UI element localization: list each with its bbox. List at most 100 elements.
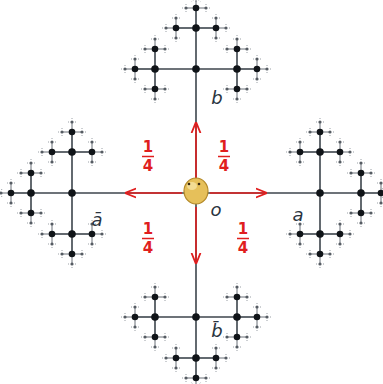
tree-vertex — [8, 190, 15, 197]
tree-stub — [191, 382, 196, 384]
tree-vertex — [316, 189, 324, 197]
fraction-bar — [237, 238, 249, 240]
tree-vertex — [214, 346, 217, 349]
tree-vertex — [308, 252, 311, 255]
tree-vertex — [133, 325, 136, 328]
tree-vertex — [338, 222, 341, 225]
tree-stub — [196, 382, 201, 384]
tree-vertex — [225, 47, 228, 50]
tree-vertex — [255, 77, 258, 80]
tree-vertex — [265, 67, 268, 70]
tree-vertex — [123, 67, 126, 70]
tree-edge — [319, 193, 321, 234]
tree-vertex — [100, 150, 103, 153]
probability-numerator: 1 — [219, 140, 229, 155]
tree-vertex — [50, 242, 53, 245]
generator-label: ā — [91, 211, 102, 229]
step-arrow — [126, 192, 182, 194]
tree-vertex — [89, 231, 96, 238]
probability-denominator: 4 — [238, 241, 248, 256]
tree-vertex — [132, 66, 139, 73]
tree-vertex — [50, 222, 53, 225]
tree-vertex — [265, 315, 268, 318]
tree-vertex — [9, 181, 12, 184]
tree-vertex — [349, 211, 352, 214]
tree-vertex — [213, 355, 220, 362]
probability-denominator: 4 — [219, 159, 229, 174]
tree-vertex — [184, 6, 187, 9]
tree-vertex — [151, 313, 159, 321]
tree-vertex — [143, 87, 146, 90]
tree-vertex — [193, 5, 200, 12]
tree-edge — [319, 152, 321, 193]
tree-vertex — [192, 313, 200, 321]
tree-vertex — [328, 130, 331, 133]
tree-stub — [191, 0, 196, 2]
walker-eye — [198, 183, 201, 186]
tree-vertex — [151, 65, 159, 73]
tree-vertex — [153, 37, 156, 40]
step-arrow — [210, 192, 266, 194]
fraction-bar — [218, 156, 230, 158]
tree-vertex — [163, 295, 166, 298]
tree-vertex — [298, 140, 301, 143]
tree-vertex — [316, 230, 324, 238]
tree-vertex — [173, 355, 180, 362]
tree-vertex — [9, 201, 12, 204]
tree-vertex — [19, 211, 22, 214]
tree-vertex — [132, 314, 139, 321]
tree-vertex — [369, 211, 372, 214]
generator-label: b̄ — [211, 322, 222, 340]
tree-vertex — [245, 335, 248, 338]
tree-edge — [195, 193, 197, 317]
tree-vertex — [317, 129, 324, 136]
tree-edge — [196, 68, 237, 70]
fraction-bar — [142, 156, 154, 158]
tree-vertex — [234, 294, 241, 301]
tree-vertex — [234, 46, 241, 53]
tree-vertex — [379, 181, 382, 184]
tree-edge — [72, 192, 196, 194]
tree-vertex — [90, 160, 93, 163]
tree-vertex — [174, 366, 177, 369]
tree-vertex — [255, 325, 258, 328]
tree-edge — [195, 317, 197, 358]
tree-vertex — [233, 313, 241, 321]
tree-vertex — [358, 170, 365, 177]
tree-vertex — [89, 149, 96, 156]
tree-vertex — [49, 149, 56, 156]
tree-vertex — [255, 305, 258, 308]
tree-vertex — [224, 356, 227, 359]
tree-vertex — [359, 221, 362, 224]
tree-vertex — [192, 24, 200, 32]
probability-numerator: 1 — [238, 222, 248, 237]
tree-vertex — [317, 251, 324, 258]
step-arrow — [195, 207, 197, 263]
tree-edge — [155, 316, 196, 318]
tree-edge — [31, 192, 72, 194]
tree-vertex — [225, 335, 228, 338]
tree-vertex — [254, 66, 261, 73]
tree-vertex — [68, 189, 76, 197]
generator-label: b — [211, 89, 222, 107]
tree-vertex — [123, 315, 126, 318]
tree-vertex — [235, 285, 238, 288]
tree-edge — [155, 68, 196, 70]
tree-vertex — [225, 87, 228, 90]
tree-vertex — [152, 294, 159, 301]
tree-vertex — [60, 130, 63, 133]
tree-vertex — [133, 77, 136, 80]
tree-vertex — [235, 37, 238, 40]
tree-vertex — [50, 140, 53, 143]
tree-vertex — [133, 305, 136, 308]
tree-vertex — [164, 356, 167, 359]
tree-vertex — [214, 16, 217, 19]
tree-vertex — [378, 190, 383, 197]
tree-vertex — [357, 189, 365, 197]
fraction-bar — [142, 238, 154, 240]
tree-vertex — [184, 376, 187, 379]
tree-vertex — [40, 232, 43, 235]
tree-vertex — [70, 120, 73, 123]
tree-vertex — [297, 149, 304, 156]
